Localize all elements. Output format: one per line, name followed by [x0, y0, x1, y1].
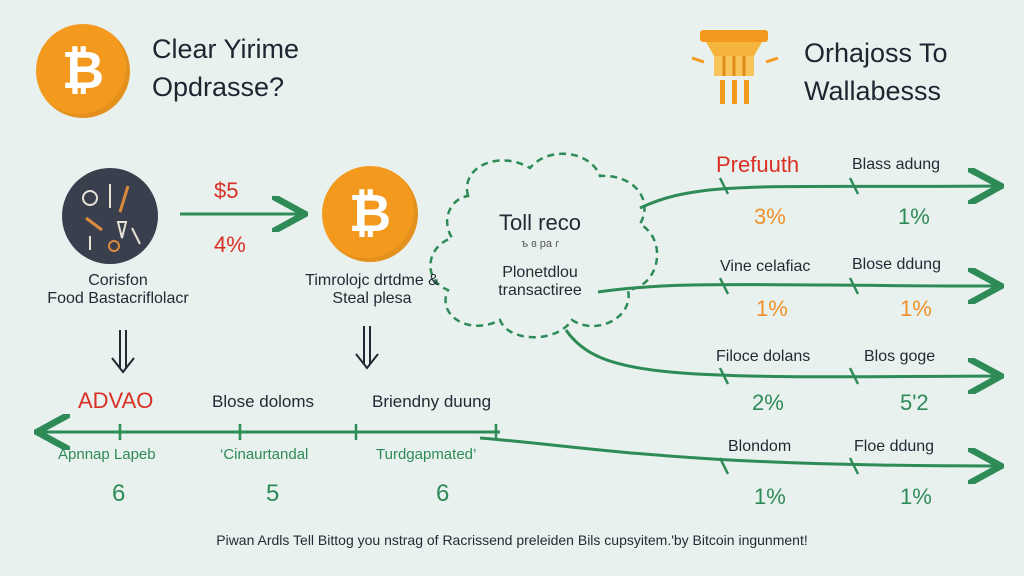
row-arrow-1	[639, 186, 998, 210]
row-3-right-label: Blos goge	[864, 348, 936, 365]
cloud-text-line1: Plonetdlou	[502, 264, 578, 281]
tools-plate-icon	[62, 168, 158, 264]
center-coin-label: Timrolojc drtdme & Steal plesa	[282, 272, 462, 308]
row-1-right-value: 1%	[898, 204, 930, 229]
bottom-label-red: ADVAO	[78, 388, 154, 413]
row-4-left-value: 1%	[754, 484, 786, 509]
down-arrow-left	[111, 330, 135, 374]
row-2-left-value: 1%	[756, 296, 788, 321]
row-arrow-3	[564, 329, 998, 377]
center-label-line1: Timrolojc drtdme &	[305, 272, 439, 289]
flow-item-3-value: 6	[436, 480, 450, 507]
row-2-right-value: 1%	[900, 296, 932, 321]
bitcoin-coin: ₿	[322, 166, 418, 262]
row-2-right-label: Blose ddung	[852, 256, 941, 273]
left-title-line2: Opdrasse?	[152, 72, 285, 102]
cloud-subtitle: ъ ɞ pa ɾ	[521, 238, 559, 250]
flow-item-2-value: 5	[266, 480, 280, 507]
bottom-label-2: Blose doloms	[212, 392, 315, 411]
row-1-left-label: Prefuuth	[716, 152, 800, 177]
row-arrow-2	[597, 285, 998, 293]
row-ticks	[718, 177, 860, 475]
right-title: Orhajoss To Wallabesss	[804, 34, 948, 110]
row-4-right-value: 1%	[900, 484, 932, 509]
row-4-right-label: Floe ddung	[854, 438, 935, 455]
food-label-line2: Food Bastacriflolacr	[47, 290, 189, 307]
row-3-right-value: 5'2	[900, 390, 929, 415]
flow-ticks	[118, 424, 498, 440]
row-2-left-label: Vine celafiac	[720, 258, 811, 275]
flow-item-3-label: Turdgapmated’	[376, 446, 477, 463]
cloud-shape	[429, 152, 659, 339]
cloud-title: Toll reco	[499, 210, 581, 235]
transfer-percent: 4%	[214, 232, 246, 257]
row-1-left-value: 3%	[754, 204, 786, 229]
left-title: Clear Yirime Opdrasse?	[152, 30, 299, 106]
center-label-line2: Steal plesa	[332, 290, 412, 307]
right-title-line2: Wallabesss	[804, 76, 942, 106]
food-label: Corisfon Food Bastacriflolacr	[20, 272, 216, 308]
flow-item-2-label: ‘Cinaurtandal	[220, 446, 309, 463]
cloud-text-line2: transactiree	[498, 282, 582, 299]
food-label-line1: Corisfon	[88, 272, 148, 289]
row-4-left-label: Blondom	[728, 438, 792, 455]
cloud-text: Plonetdlou transactiree	[470, 264, 610, 300]
bottom-label-3: Briendny duung	[372, 392, 492, 411]
tools-glyph	[82, 184, 141, 252]
flow-item-1-label: Apnnap Lapeb	[58, 446, 156, 463]
right-title-line1: Orhajoss To	[804, 38, 948, 68]
row-3-left-value: 2%	[752, 390, 784, 415]
row-3-left-label: Filoce dolans	[716, 348, 811, 365]
left-title-line1: Clear Yirime	[152, 34, 300, 64]
lamp-icon	[691, 30, 779, 104]
row-1-right-label: Blass adung	[852, 156, 941, 173]
flow-item-1-value: 6	[112, 480, 126, 507]
row-arrow-4	[479, 436, 998, 466]
transfer-amount: $5	[214, 178, 239, 203]
bitcoin-icon: ₿	[36, 24, 130, 118]
footer-text: Piwan Ardls Tell Bittog you nstrag of Ra…	[216, 532, 808, 548]
down-arrow-center	[355, 326, 379, 370]
